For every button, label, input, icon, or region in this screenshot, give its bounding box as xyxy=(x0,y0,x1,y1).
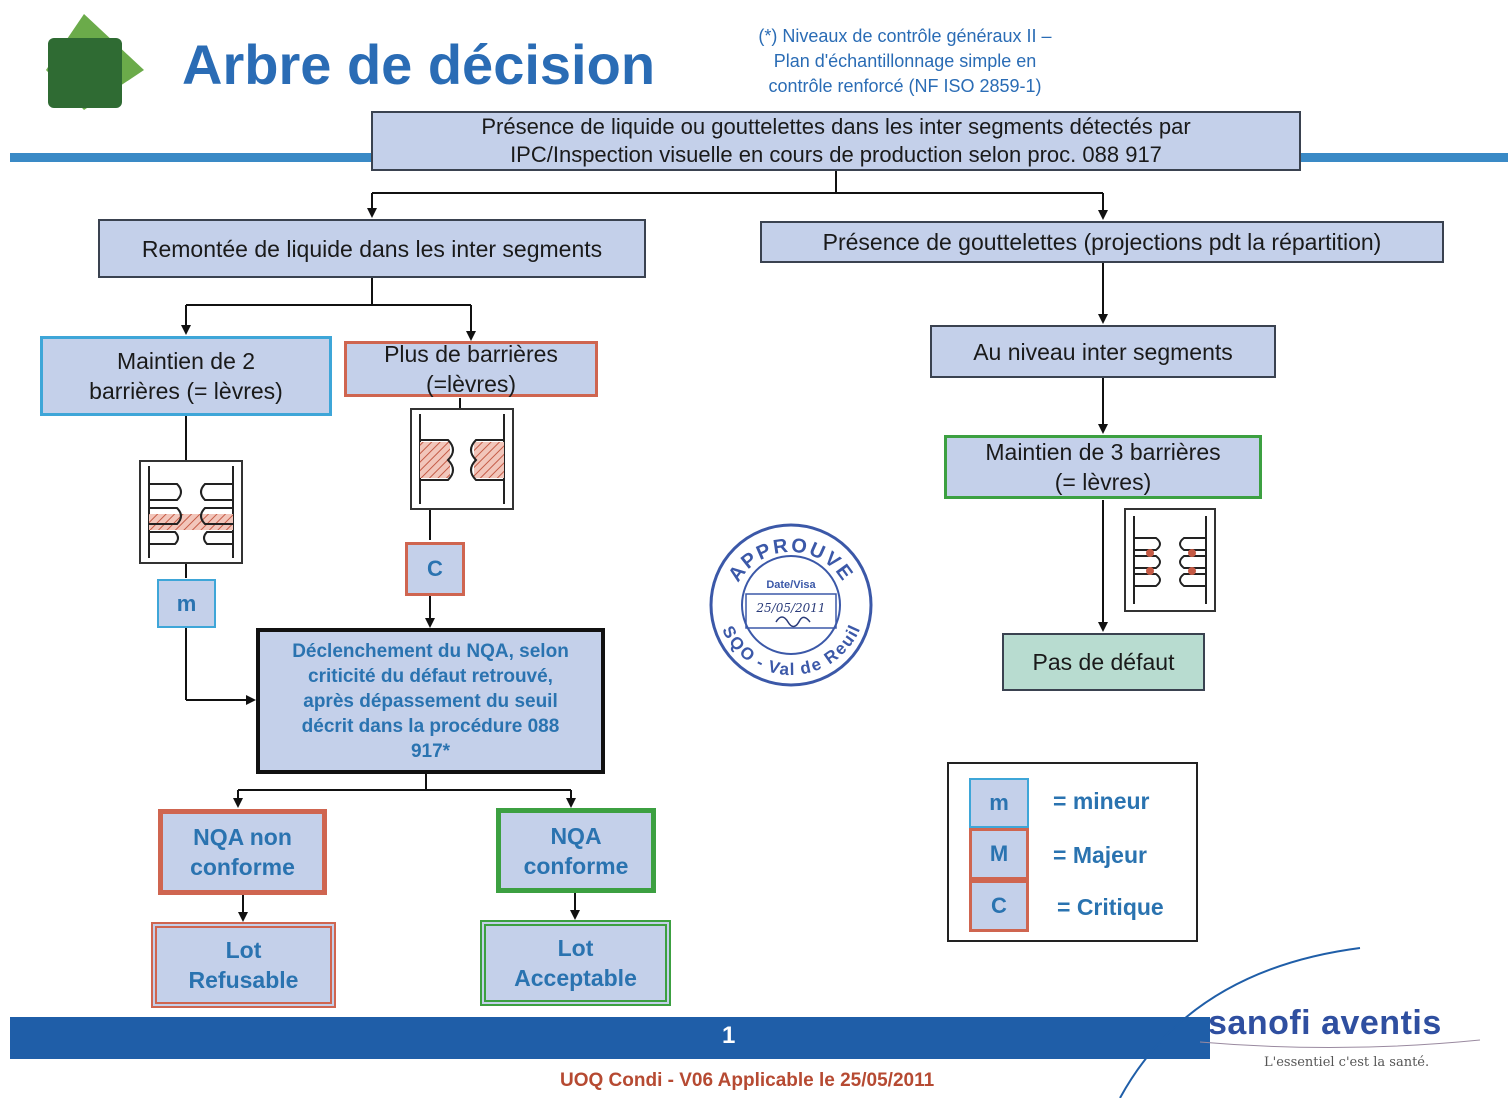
nqa-trigger-line: 917* xyxy=(410,740,451,762)
lot-acc-line: Lot xyxy=(557,935,594,961)
segment-illustration-two xyxy=(139,460,243,564)
svg-text:SQO - Val de Reuil: SQO - Val de Reuil xyxy=(718,623,864,679)
footer-band xyxy=(10,1017,1210,1059)
root-line: IPC/Inspection visuelle en cours de prod… xyxy=(510,142,1162,167)
stamp-field-label: Date/Visa xyxy=(766,579,816,591)
legend-code-critical: C xyxy=(969,880,1029,932)
header-rule-left xyxy=(10,153,372,162)
segment-illustration-three xyxy=(1124,508,1216,612)
right-branch-box: Présence de gouttelettes (projections pd… xyxy=(760,221,1444,263)
nqa-non-line: conforme xyxy=(190,854,295,880)
note-line: (*) Niveaux de contrôle généraux II – xyxy=(758,26,1052,46)
maintien2-line: Maintien de 2 xyxy=(116,348,256,374)
maintien3-line: (= lèvres) xyxy=(1054,469,1152,495)
plus-barrieres-line: Plus de barrières xyxy=(384,341,558,367)
logo-icon xyxy=(46,14,144,110)
stamp-bottom-text: SQO - Val de Reuil xyxy=(718,623,864,679)
au-niveau-box: Au niveau inter segments xyxy=(930,325,1276,378)
legend-label-critical: = Critique xyxy=(1057,894,1164,920)
brand-logo: sanofi aventis xyxy=(1208,1004,1442,1042)
nqa-trigger-line: criticité du défaut retrouvé, xyxy=(308,665,553,687)
note-line: contrôle renforcé (NF ISO 2859-1) xyxy=(768,76,1042,96)
page-title: Arbre de décision xyxy=(182,33,656,96)
stamp-seal-icon: APPROUVE SQO - Val de Reuil Date/Visa 25… xyxy=(709,523,873,687)
segment-illustration-none xyxy=(410,408,514,510)
legend-label-minor: = mineur xyxy=(1053,788,1150,814)
lot-refusable-box: Lot Refusable xyxy=(151,922,336,1008)
badge-minor: m xyxy=(157,579,216,628)
maintien2-box: Maintien de 2 barrières (= lèvres) xyxy=(40,336,332,416)
nqa-trigger-box: Déclenchement du NQA, selon criticité du… xyxy=(256,628,605,774)
logo-square xyxy=(44,12,148,112)
seal-diagram-icon xyxy=(148,466,234,558)
root-box: Présence de liquide ou gouttelettes dans… xyxy=(371,111,1301,171)
nqa-trigger-line: Déclenchement du NQA, selon xyxy=(292,640,569,662)
maintien3-box: Maintien de 3 barrières (= lèvres) xyxy=(944,435,1262,499)
lot-ref-line: Lot xyxy=(225,937,262,963)
seal-diagram-icon xyxy=(1133,516,1207,604)
seal-diagram-icon xyxy=(419,414,505,504)
legend-code-major: M xyxy=(969,828,1029,880)
nqa-trigger-line: décrit dans la procédure 088 xyxy=(301,715,560,737)
plus-barrieres-line: (=lèvres) xyxy=(425,371,517,397)
legend-code-minor: m xyxy=(969,778,1029,828)
maintien2-line: barrières (= lèvres) xyxy=(89,378,283,404)
lot-acceptable-box: Lot Acceptable xyxy=(480,920,671,1006)
lot-acc-line: Acceptable xyxy=(514,965,637,991)
document-reference: UOQ Condi - V06 Applicable le 25/05/2011 xyxy=(560,1070,935,1091)
nqa-ok-line: conforme xyxy=(523,852,629,879)
nqa-trigger-line: après dépassement du seuil xyxy=(303,690,558,712)
pas-defaut-box: Pas de défaut xyxy=(1002,633,1205,691)
brand-tagline: L'essentiel c'est la santé. xyxy=(1264,1055,1430,1070)
page-number: 1 xyxy=(722,1022,736,1049)
sampling-note: (*) Niveaux de contrôle généraux II – Pl… xyxy=(720,24,1090,99)
legend-label-major: = Majeur xyxy=(1053,842,1147,868)
root-line: Présence de liquide ou gouttelettes dans… xyxy=(481,114,1191,139)
legend: m = mineur M = Majeur C = Critique xyxy=(947,762,1198,942)
maintien3-line: Maintien de 3 barrières xyxy=(985,439,1221,465)
brand-swoosh-icon xyxy=(1119,947,1481,1098)
stamp-date: 25/05/2011 xyxy=(755,601,825,615)
lot-ref-line: Refusable xyxy=(188,967,299,993)
nqa-non-conforme-box: NQA non conforme xyxy=(158,809,327,895)
left-branch-box: Remontée de liquide dans les inter segme… xyxy=(98,219,646,278)
note-line: Plan d'échantillonnage simple en xyxy=(773,51,1037,71)
approval-stamp: APPROUVE SQO - Val de Reuil Date/Visa 25… xyxy=(706,520,876,690)
badge-critical: C xyxy=(405,542,465,596)
header-rule-right xyxy=(1300,153,1508,162)
nqa-ok-line: NQA xyxy=(550,822,602,849)
plus-barrieres-box: Plus de barrières (=lèvres) xyxy=(344,341,598,397)
nqa-non-line: NQA non xyxy=(193,824,292,850)
nqa-conforme-box: NQA conforme xyxy=(496,808,656,893)
